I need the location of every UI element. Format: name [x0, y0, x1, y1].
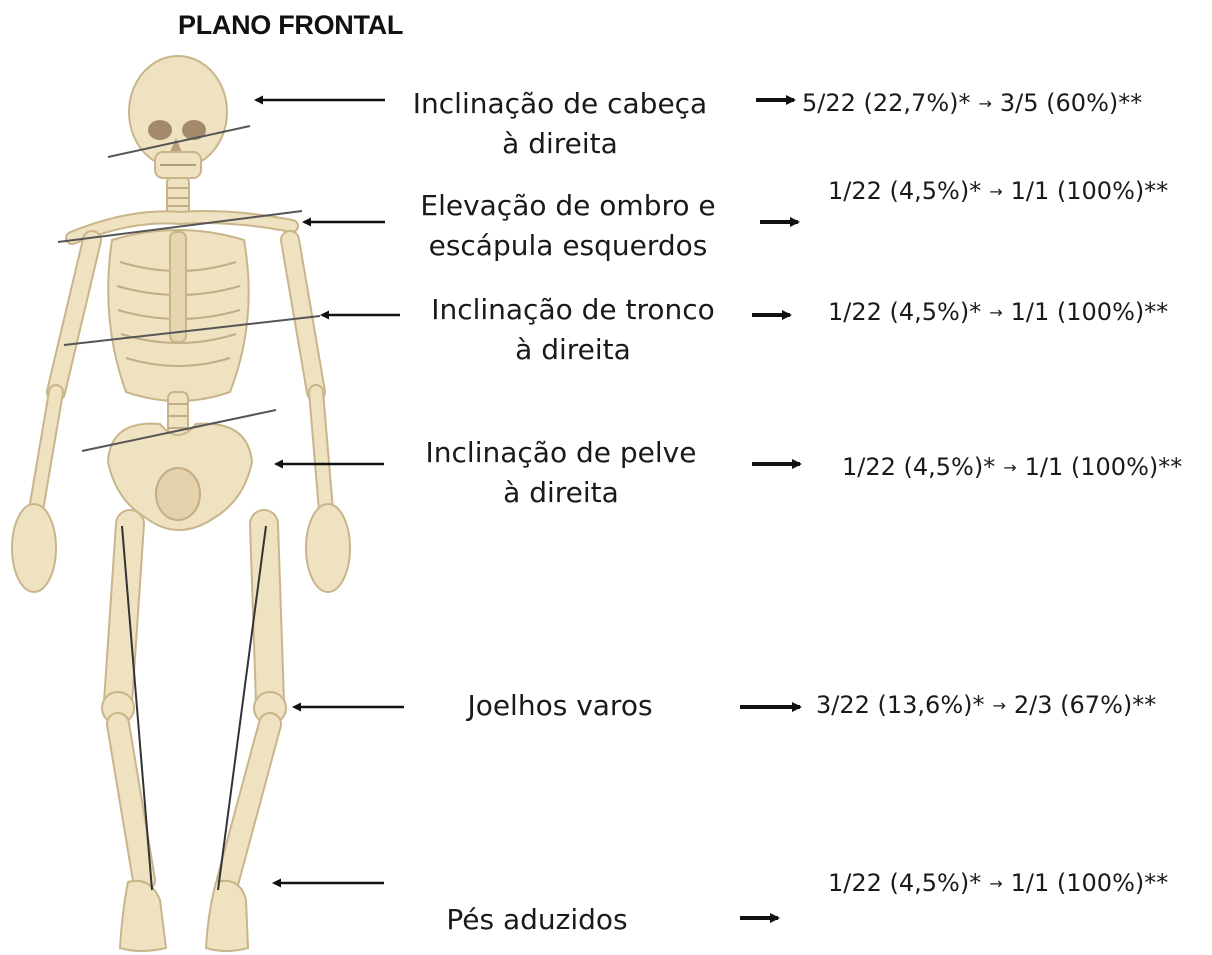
finding-label-line: à direita [360, 124, 760, 164]
finding-label-line: escápula esquerdos [368, 226, 768, 266]
finding-stat: 1/22 (4,5%)* → 1/1 (100%)** [842, 450, 1182, 485]
arrow-icon: → [1003, 451, 1016, 485]
stat-subgroup: 1/1 (100%)** [1011, 869, 1169, 897]
finding-stat: 1/22 (4,5%)* → 1/1 (100%)** [828, 295, 1168, 330]
arrow-icon: → [989, 175, 1002, 209]
finding-label-line: Elevação de ombro e [368, 186, 768, 226]
finding-label-line: Inclinação de tronco [373, 290, 773, 330]
finding-stat: 5/22 (22,7%)* → 3/5 (60%)** [802, 86, 1142, 121]
arrow-icon: → [993, 689, 1006, 723]
finding-label: Pés aduzidos [337, 900, 737, 940]
finding-label-line: Joelhos varos [360, 686, 760, 726]
arrow-icon: → [989, 296, 1002, 330]
arrow-icon: → [989, 867, 1002, 901]
stat-sample: 1/22 (4,5%)* [828, 177, 981, 205]
stat-sample: 1/22 (4,5%)* [828, 869, 981, 897]
stat-subgroup: 3/5 (60%)** [1000, 89, 1142, 117]
finding-label: Joelhos varos [360, 686, 760, 726]
stat-sample: 1/22 (4,5%)* [828, 298, 981, 326]
finding-label-line: Pés aduzidos [337, 900, 737, 940]
finding-label-line: à direita [373, 330, 773, 370]
stat-sample: 3/22 (13,6%)* [816, 691, 985, 719]
stat-subgroup: 2/3 (67%)** [1014, 691, 1156, 719]
finding-stat: 1/22 (4,5%)* → 1/1 (100%)** [828, 174, 1168, 209]
stat-sample: 5/22 (22,7%)* [802, 89, 971, 117]
finding-stat: 3/22 (13,6%)* → 2/3 (67%)** [816, 688, 1156, 723]
stat-sample: 1/22 (4,5%)* [842, 453, 995, 481]
finding-label-line: Inclinação de pelve [361, 433, 761, 473]
stat-subgroup: 1/1 (100%)** [1011, 298, 1169, 326]
finding-stat: 1/22 (4,5%)* → 1/1 (100%)** [828, 866, 1168, 901]
stat-subgroup: 1/1 (100%)** [1011, 177, 1169, 205]
arrow-icon: → [979, 87, 992, 121]
finding-label-line: Inclinação de cabeça [360, 84, 760, 124]
stat-subgroup: 1/1 (100%)** [1025, 453, 1183, 481]
finding-label-line: à direita [361, 473, 761, 513]
